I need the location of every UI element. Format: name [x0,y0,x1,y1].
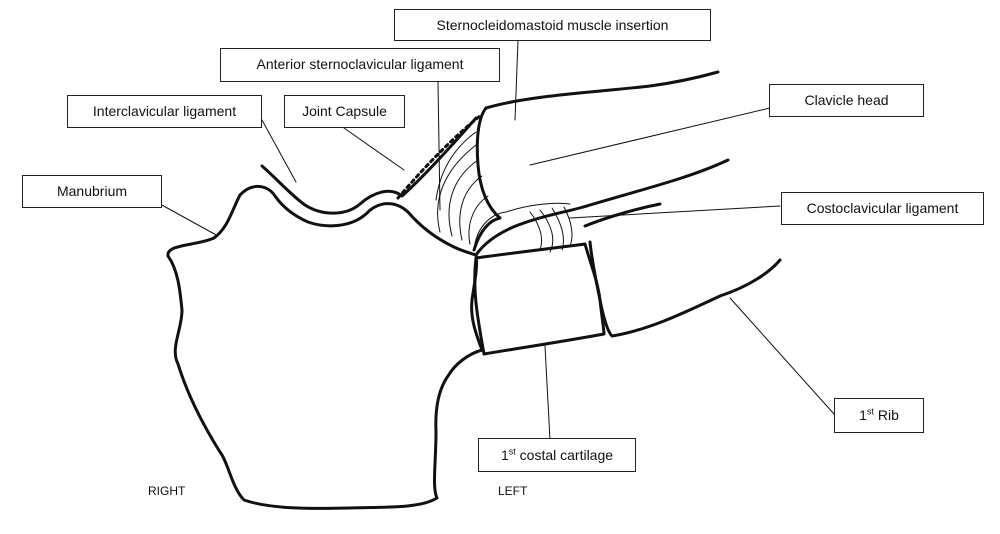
label-joint-capsule: Joint Capsule [284,95,405,128]
joint-capsule-dotted [396,114,482,200]
side-label-right: RIGHT [148,484,186,498]
costal-cartilage-outline [473,242,606,356]
first-rib-outline [583,202,782,338]
label-first-costal-cartilage: 1st costal cartilage [478,438,636,472]
costoclavicular-ligament-outline [473,202,571,251]
leader-interclav [261,119,297,183]
leader-manubrium [159,203,219,237]
cartilage-number: 1 [500,447,509,463]
rib-ordinal: st [866,406,874,417]
leader-asc [437,81,441,211]
leader-cartilage [544,345,551,441]
label-clavicle-head: Clavicle head [769,84,924,117]
label-interclavicular: Interclavicular ligament [67,95,262,128]
costoclavicular-fibres [529,206,573,253]
leader-clavicle [529,107,771,166]
side-label-left: LEFT [498,484,528,498]
manubrium-outline [166,185,484,510]
label-costoclavicular: Costoclavicular ligament [781,192,984,225]
label-manubrium: Manubrium [22,175,162,208]
rib-number: 1 [859,407,867,423]
cartilage-ordinal: st [508,446,516,457]
cartilage-text: costal cartilage [515,447,614,463]
leader-capsule [343,127,405,171]
clavicle-outline [472,70,730,257]
rib-text: Rib [873,407,899,423]
leader-costoclav [569,205,781,219]
label-first-rib: 1st Rib [834,398,924,433]
leader-rib [729,297,835,415]
interclavicular-ligament-shape [260,116,478,215]
label-sternocleidomastoid: Sternocleidomastoid muscle insertion [394,9,711,41]
leader-scm [514,39,519,121]
label-anterior-sternoclavicular: Anterior sternoclavicular ligament [220,48,500,82]
joint-fibres [435,131,489,245]
